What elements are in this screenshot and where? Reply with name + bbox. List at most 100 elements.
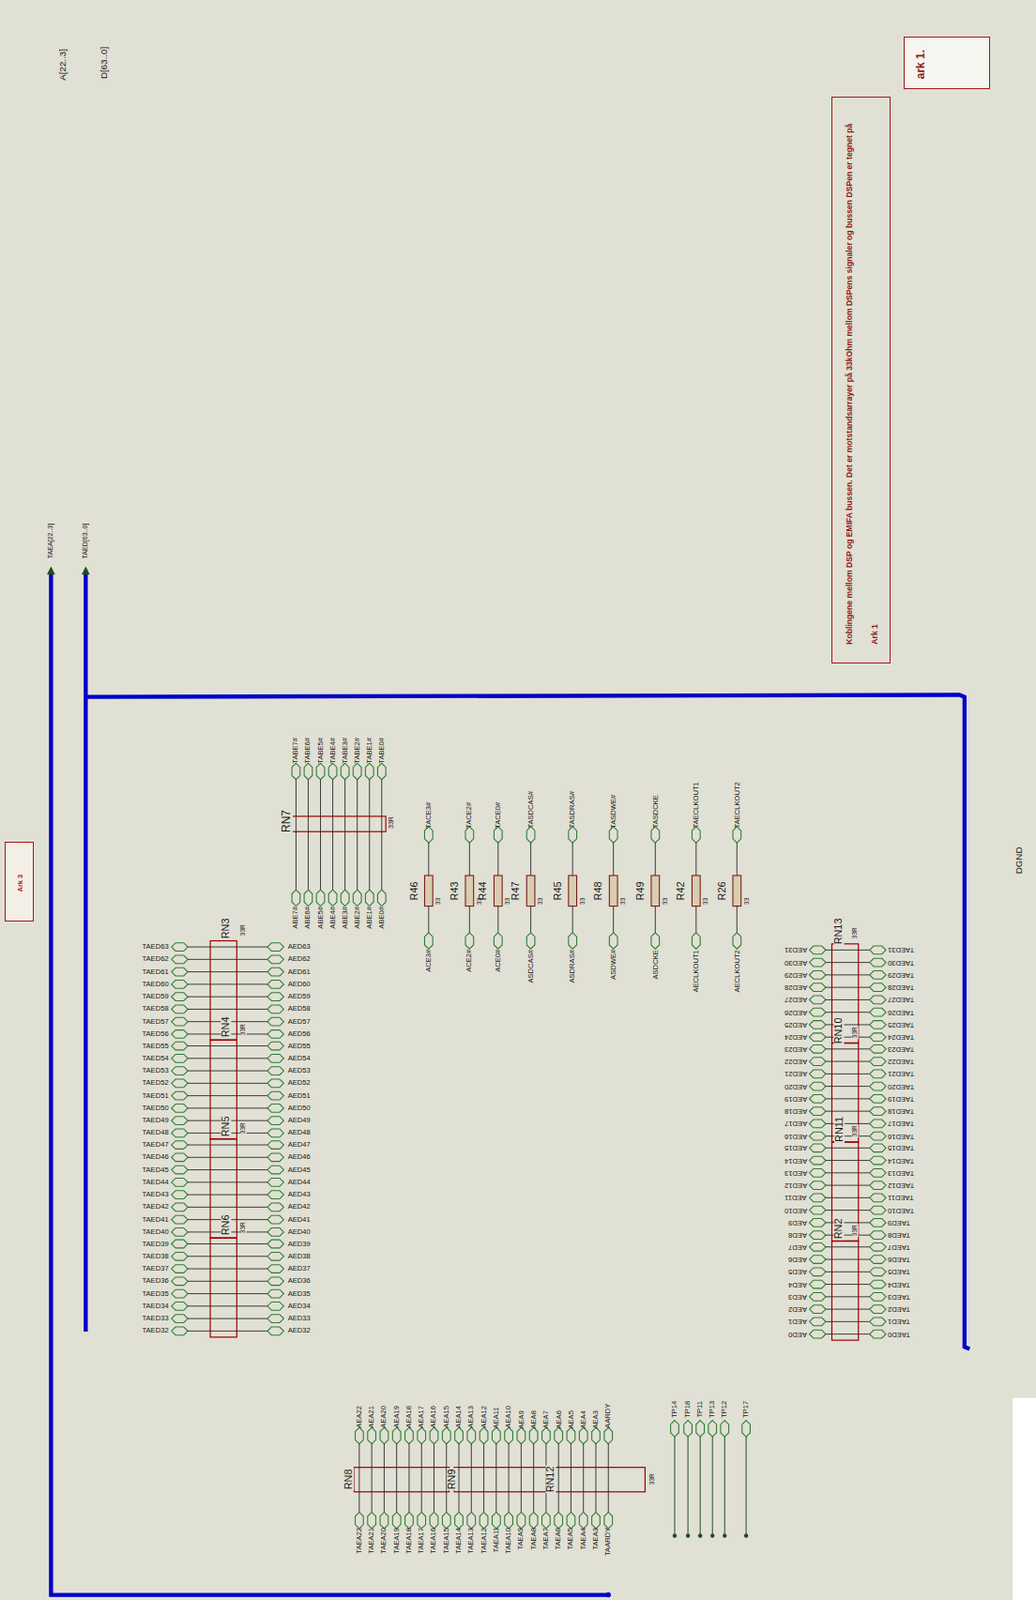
signal-label: TAED49: [141, 1116, 168, 1125]
port-symbol: [504, 1511, 514, 1528]
signal-label: TAED40: [141, 1228, 168, 1236]
signal-label: TAEA9: [517, 1527, 525, 1551]
port-symbol: [691, 932, 701, 949]
port-symbol: [809, 1107, 826, 1116]
port-symbol: [491, 1427, 501, 1444]
bus-arrow: [81, 565, 91, 575]
signal-label: TAEA17: [417, 1527, 426, 1554]
signal-label: TABE4#: [329, 737, 337, 764]
signal-label: TP13: [708, 1401, 717, 1418]
port-symbol: [316, 762, 325, 779]
port-symbol: [809, 1292, 826, 1301]
resistor-array: [291, 816, 386, 832]
signal-label: TAEA13: [467, 1527, 475, 1554]
port-symbol: [479, 1427, 488, 1444]
wire: [530, 906, 532, 933]
wire: [187, 983, 268, 985]
wire: [187, 971, 268, 973]
port-symbol: [355, 1427, 365, 1444]
signal-label: RN11: [834, 1115, 845, 1143]
signal-label: RN5: [221, 1115, 232, 1139]
port-symbol: [809, 1242, 826, 1251]
signal-label: TAED29: [887, 971, 915, 979]
signal-label: TAED54: [141, 1054, 168, 1063]
port-symbol: [171, 980, 188, 990]
white-patch: [1012, 1398, 1036, 1600]
signal-label: AED3: [788, 1293, 808, 1301]
signal-label: TAEA21: [367, 1527, 376, 1554]
port-symbol: [809, 1057, 826, 1067]
port-symbol: [720, 1420, 730, 1437]
signal-label: TAED6: [887, 1255, 911, 1264]
port-symbol: [542, 1427, 551, 1444]
signal-label: TAED5: [887, 1267, 911, 1276]
port-symbol: [684, 1420, 693, 1437]
signal-label: AEA12: [480, 1405, 488, 1429]
signal-label: ABE2#: [353, 906, 362, 930]
port-symbol: [869, 1317, 886, 1326]
signal-label: TAED7: [887, 1243, 911, 1251]
signal-label: AED59: [288, 992, 311, 1001]
signal-label: TAED47: [141, 1141, 168, 1149]
signal-label: TAED39: [141, 1240, 168, 1249]
port-symbol: [417, 1511, 427, 1528]
signal-label: AED20: [784, 1082, 808, 1091]
signal-label: AEA11: [492, 1406, 501, 1429]
port-symbol: [809, 1156, 826, 1165]
port-symbol: [809, 1218, 826, 1228]
signal-label: R46: [408, 881, 419, 900]
wire: [471, 1444, 473, 1513]
port-symbol: [809, 1020, 826, 1030]
signal-label: TACE0#: [494, 802, 503, 829]
signal-label: AED63: [288, 943, 311, 951]
signal-label: TAED51: [141, 1092, 168, 1100]
signal-label: TAED37: [141, 1264, 168, 1273]
wire: [469, 906, 471, 933]
signal-label: AED12: [784, 1181, 808, 1189]
port-symbol: [171, 1141, 188, 1150]
port-symbol: [171, 1326, 188, 1336]
signal-label: TAED11: [887, 1193, 915, 1202]
signal-label: ASDCKE: [652, 949, 660, 979]
signal-label: TAED21: [887, 1069, 915, 1078]
port-symbol: [267, 992, 284, 1002]
signal-label: TASDCKE: [652, 795, 660, 829]
signal-label: 33R: [387, 816, 395, 829]
port-symbol: [604, 1511, 613, 1528]
port-symbol: [651, 932, 660, 949]
port-symbol: [267, 1017, 284, 1026]
wire: [187, 1330, 268, 1332]
signal-label: 33R: [852, 1125, 859, 1139]
signal-label: TAED3: [887, 1293, 911, 1301]
port-symbol: [609, 826, 618, 843]
wire: [695, 906, 697, 933]
signal-label: TAED46: [141, 1153, 168, 1161]
port-symbol: [869, 1081, 886, 1091]
bus-end: [606, 1592, 611, 1598]
signal-label: TAEA12: [480, 1527, 488, 1554]
port-symbol: [417, 1427, 427, 1444]
signal-label: 33: [703, 897, 711, 904]
signal-label: AEA5: [567, 1410, 576, 1429]
port-symbol: [809, 1081, 826, 1091]
signal-label: ABE5#: [317, 906, 325, 930]
signal-label: ABE6#: [304, 906, 313, 930]
wire: [433, 1444, 435, 1513]
port-symbol: [809, 1305, 826, 1314]
wire: [612, 906, 614, 933]
port-symbol: [171, 1215, 188, 1224]
note-text: ark 1.: [914, 43, 928, 85]
signal-label: RN2: [834, 1217, 845, 1240]
data-bus: [85, 573, 970, 1349]
signal-label: R47: [510, 881, 521, 900]
signal-label: TAED50: [141, 1104, 168, 1113]
port-symbol: [267, 1301, 284, 1311]
wire: [344, 779, 346, 890]
port-symbol: [479, 1511, 488, 1528]
port-symbol: [171, 1277, 188, 1286]
signal-label: AED45: [288, 1166, 311, 1174]
port-symbol: [171, 1203, 188, 1212]
port-symbol: [809, 1317, 826, 1326]
port-symbol: [742, 1420, 751, 1437]
signal-label: TAARDY: [605, 1526, 613, 1555]
